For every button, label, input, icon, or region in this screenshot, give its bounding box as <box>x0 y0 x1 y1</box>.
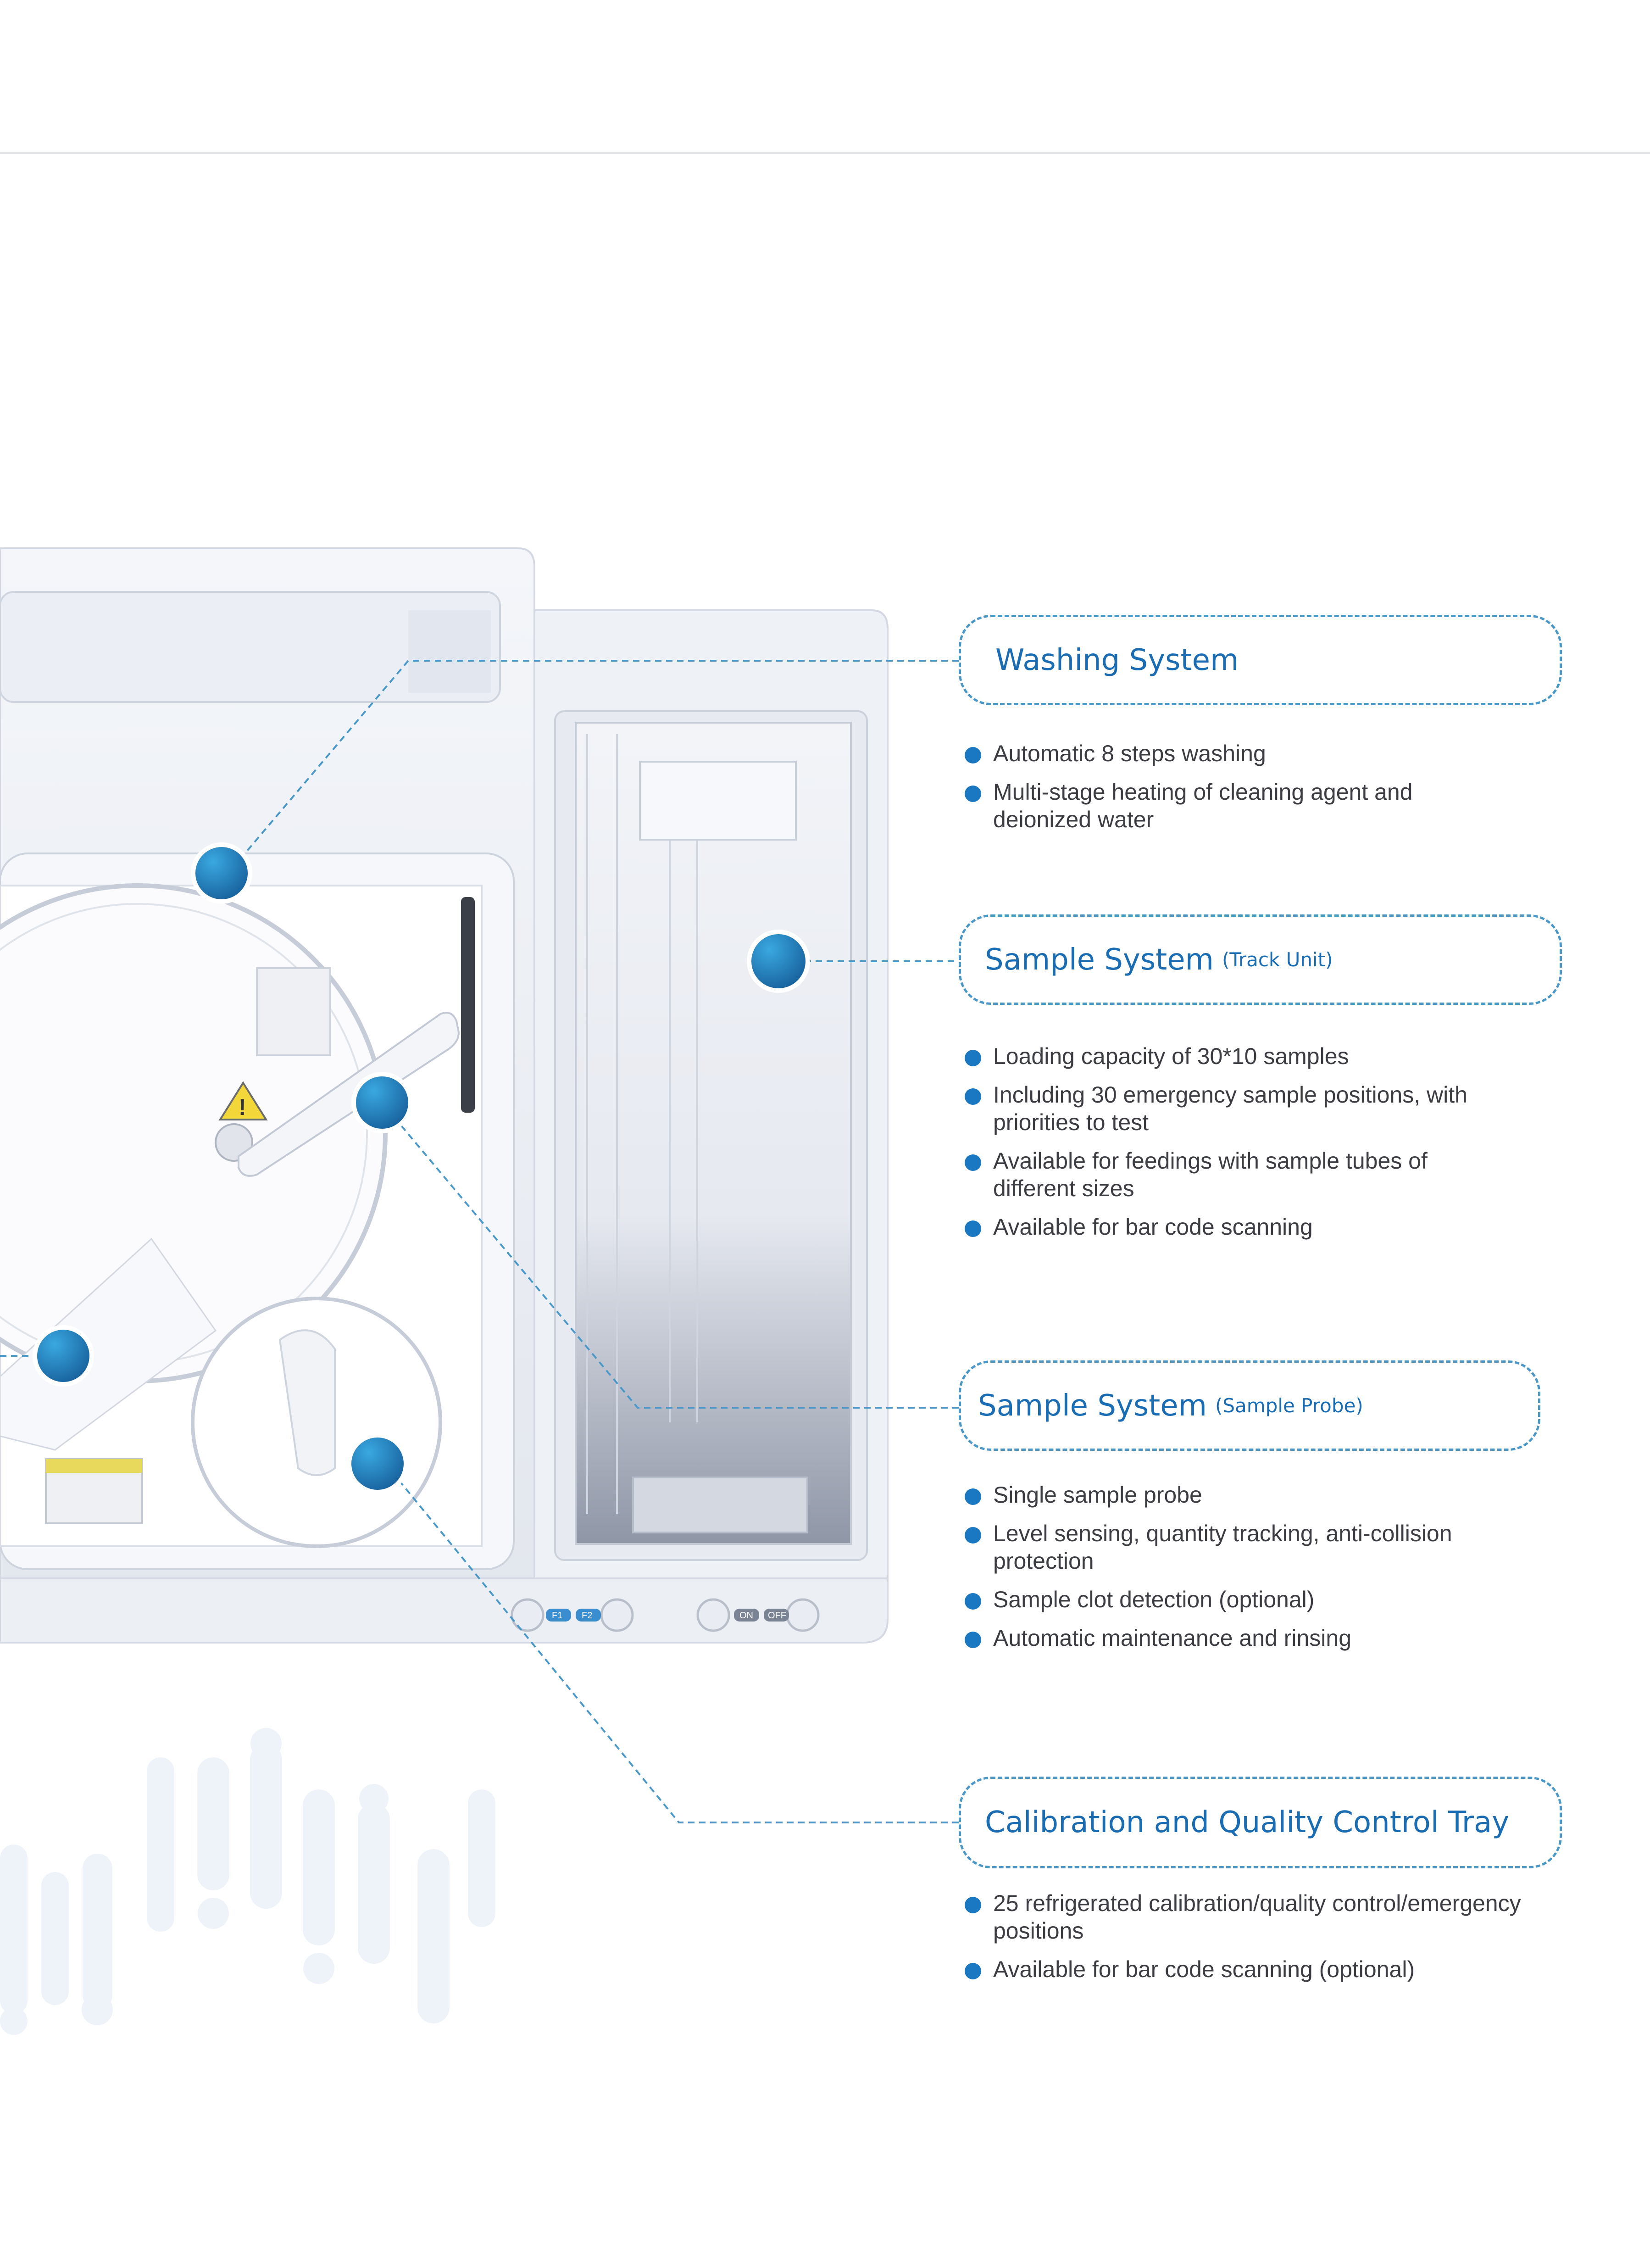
calibration-tray-callout: Calibration and Quality Control Tray <box>959 1777 1562 1868</box>
control-panel-labels: F1 F2 ON OFF <box>546 1609 789 1622</box>
calibration-tray-title: Calibration and Quality Control Tray <box>985 1805 1510 1839</box>
sample-probe-features: Single sample probe Level sensing, quant… <box>965 1481 1515 1663</box>
track-unit-subtitle: (Track Unit) <box>1222 948 1333 971</box>
feature-item: Multi-stage heating of cleaning agent an… <box>965 778 1515 833</box>
feature-item: Available for bar code scanning <box>965 1213 1515 1241</box>
feature-item: Available for bar code scanning (optiona… <box>965 1956 1543 1983</box>
f2-label: F2 <box>582 1610 592 1621</box>
feature-item: Including 30 emergency sample positions,… <box>965 1081 1515 1136</box>
feature-item: Sample clot detection (optional) <box>965 1586 1515 1613</box>
callout-markers <box>33 842 810 1494</box>
marker-washing <box>191 842 252 904</box>
calibration-tray-features: 25 refrigerated calibration/quality cont… <box>965 1889 1543 1994</box>
marker-probe <box>351 1072 413 1133</box>
track-unit-title: Sample System <box>985 942 1214 977</box>
feature-item: 25 refrigerated calibration/quality cont… <box>965 1889 1543 1945</box>
washing-system-features: Automatic 8 steps washing Multi-stage he… <box>965 740 1515 844</box>
sample-probe-title: Sample System <box>978 1388 1207 1423</box>
track-unit-features: Loading capacity of 30*10 samples Includ… <box>965 1042 1515 1252</box>
feature-item: Single sample probe <box>965 1481 1515 1509</box>
f1-label: F1 <box>552 1610 562 1621</box>
feature-item: Automatic 8 steps washing <box>965 740 1515 767</box>
on-label: ON <box>739 1610 753 1621</box>
feature-item: Loading capacity of 30*10 samples <box>965 1042 1515 1070</box>
washing-system-callout: Washing System <box>959 615 1562 705</box>
sample-probe-subtitle: (Sample Probe) <box>1215 1394 1363 1417</box>
feature-item: Available for feedings with sample tubes… <box>965 1147 1515 1202</box>
feature-item: Automatic maintenance and rinsing <box>965 1624 1515 1652</box>
top-divider <box>0 152 1650 154</box>
svg-text:!: ! <box>239 1094 246 1120</box>
marker-track <box>747 930 810 993</box>
control-panel <box>511 1598 820 1632</box>
leader-lines <box>0 660 959 1823</box>
track-unit-callout: Sample System (Track Unit) <box>959 914 1562 1005</box>
washing-system-title: Washing System <box>995 643 1239 677</box>
feature-item: Level sensing, quantity tracking, anti-c… <box>965 1520 1515 1575</box>
off-label: OFF <box>768 1610 786 1621</box>
marker-calibration <box>347 1433 408 1494</box>
decorative-bars <box>0 1728 495 2035</box>
marker-tray-left <box>33 1325 94 1387</box>
sample-probe-callout: Sample System (Sample Probe) <box>959 1360 1540 1451</box>
